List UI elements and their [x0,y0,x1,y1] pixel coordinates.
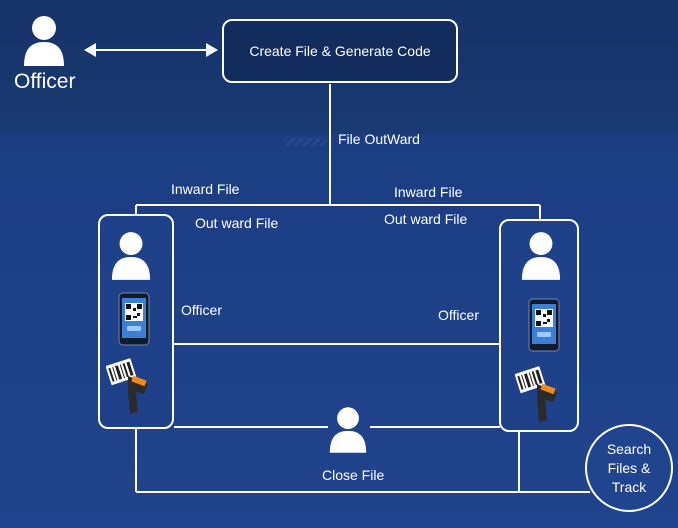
outward-file-left-label: Out ward File [195,215,279,231]
outward-file-right-label: Out ward File [384,211,468,227]
officer-left-label: Officer [181,302,222,318]
search-track-node[interactable]: Search Files & Track [585,424,673,512]
top-officer-label: Officer [14,70,76,93]
arrow-left-head [84,43,96,57]
close-file-label: Close File [322,467,385,483]
user-icon [111,232,151,280]
user-icon [24,16,64,66]
create-file-label: Create File & Generate Code [249,43,431,59]
hatch-decoration [284,138,326,146]
file-outward-label: File OutWard [338,131,420,147]
user-icon [329,407,367,453]
officer-right-label: Officer [438,307,479,323]
arrow-right-head [206,43,218,57]
barcode-scanner-icon [106,358,148,414]
inward-file-left-label: Inward File [171,181,240,197]
user-icon [521,232,561,280]
inward-file-right-label: Inward File [394,184,463,200]
search-track-label: Search Files & Track [606,440,652,495]
qr-phone-icon [118,292,150,346]
barcode-scanner-icon [515,366,557,422]
qr-phone-icon [528,298,560,352]
create-file-box[interactable]: Create File & Generate Code [222,19,458,83]
